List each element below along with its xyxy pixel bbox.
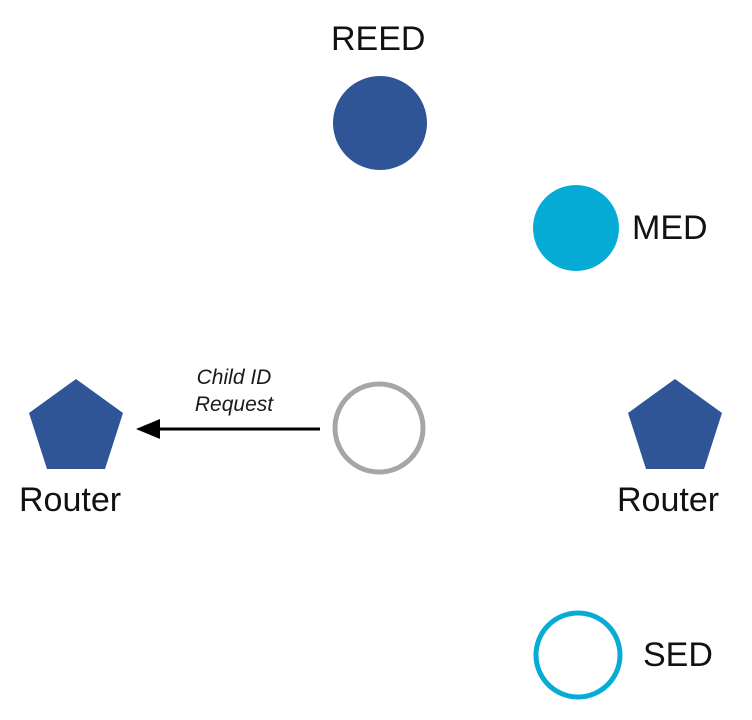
edge-label-child-id-request: Child ID Request [194, 366, 274, 416]
node-router-right-pentagon[interactable] [628, 379, 722, 469]
node-sed-circle[interactable] [533, 610, 623, 700]
node-label-med: MED [632, 209, 708, 247]
arrowhead-icon [136, 419, 160, 439]
node-label-reed: REED [331, 20, 426, 58]
node-label-router-right: Router [617, 481, 720, 519]
node-router-left-pentagon[interactable] [29, 379, 123, 469]
node-med-circle[interactable] [533, 185, 619, 271]
node-label-sed: SED [643, 636, 713, 674]
node-reed-circle[interactable] [333, 76, 427, 170]
node-joiner-circle[interactable] [332, 381, 426, 475]
node-label-router-left: Router [19, 481, 122, 519]
edge-child-id-request-arrow [136, 419, 320, 439]
